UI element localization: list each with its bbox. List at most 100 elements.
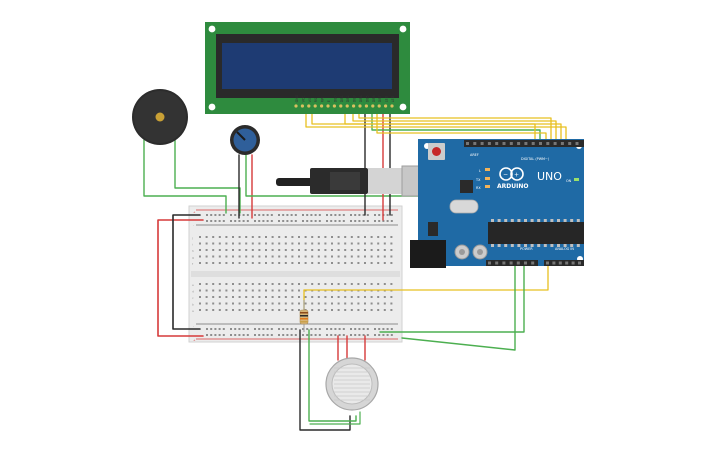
wire-lcd-yellow-6[interactable] [344, 111, 536, 147]
breadboard-hole[interactable] [362, 220, 365, 222]
breadboard-hole[interactable] [370, 249, 373, 251]
breadboard-hole[interactable] [311, 242, 314, 245]
breadboard-hole[interactable] [331, 283, 333, 285]
breadboard-hole[interactable] [390, 328, 393, 330]
breadboard-hole[interactable] [331, 236, 333, 238]
breadboard-hole[interactable] [218, 296, 221, 298]
digital-pin[interactable] [524, 142, 528, 145]
breadboard-hole[interactable] [246, 328, 249, 330]
breadboard-hole[interactable] [278, 296, 281, 298]
wire-black-left[interactable] [172, 214, 201, 330]
breadboard-hole[interactable] [286, 328, 289, 330]
digital-pin[interactable] [509, 142, 513, 145]
breadboard-hole[interactable] [298, 255, 300, 258]
breadboard-hole[interactable] [214, 334, 217, 336]
breadboard-hole[interactable] [206, 214, 208, 216]
breadboard-hole[interactable] [290, 334, 293, 336]
breadboard-hole[interactable] [284, 262, 287, 264]
breadboard-hole[interactable] [311, 236, 314, 238]
breadboard-hole[interactable] [324, 255, 327, 258]
breadboard-hole[interactable] [344, 296, 347, 298]
breadboard-hole[interactable] [317, 255, 320, 258]
breadboard-hole[interactable] [234, 220, 237, 222]
breadboard-hole[interactable] [358, 220, 361, 222]
breadboard-hole[interactable] [364, 296, 366, 298]
digital-pin[interactable] [575, 142, 579, 145]
breadboard-hole[interactable] [338, 334, 341, 336]
breadboard-hole[interactable] [212, 255, 215, 258]
breadboard-hole[interactable] [377, 249, 380, 251]
breadboard-hole[interactable] [245, 249, 248, 251]
breadboard-hole[interactable] [317, 283, 320, 285]
gas-sensor[interactable] [325, 357, 379, 411]
breadboard-hole[interactable] [262, 334, 265, 336]
breadboard-hole[interactable] [364, 242, 366, 245]
breadboard-hole[interactable] [262, 328, 265, 330]
breadboard-hole[interactable] [246, 220, 249, 222]
breadboard-hole[interactable] [266, 334, 269, 336]
breadboard-hole[interactable] [362, 328, 365, 330]
breadboard-hole[interactable] [245, 255, 248, 258]
breadboard-hole[interactable] [386, 334, 389, 336]
breadboard-hole[interactable] [278, 283, 281, 285]
potentiometer[interactable] [230, 125, 260, 155]
breadboard-hole[interactable] [324, 262, 327, 264]
breadboard-hole[interactable] [291, 283, 294, 285]
power-pin[interactable] [509, 261, 513, 265]
breadboard-hole[interactable] [338, 214, 341, 216]
breadboard-hole[interactable] [251, 255, 254, 258]
breadboard-hole[interactable] [298, 262, 300, 264]
breadboard-hole[interactable] [318, 214, 321, 216]
breadboard-hole[interactable] [282, 328, 285, 330]
breadboard-hole[interactable] [251, 289, 254, 292]
breadboard-hole[interactable] [245, 236, 248, 238]
breadboard-hole[interactable] [324, 236, 327, 238]
breadboard-hole[interactable] [382, 220, 385, 222]
breadboard-hole[interactable] [331, 309, 333, 311]
breadboard-hole[interactable] [364, 262, 366, 264]
breadboard-hole[interactable] [298, 242, 300, 245]
breadboard-hole[interactable] [205, 283, 208, 285]
breadboard-hole[interactable] [218, 289, 221, 292]
breadboard-hole[interactable] [284, 255, 287, 258]
breadboard-hole[interactable] [370, 302, 373, 305]
breadboard-hole[interactable] [210, 220, 213, 222]
wire-lcd-yellow-3[interactable] [352, 111, 557, 147]
breadboard-hole[interactable] [271, 242, 274, 245]
breadboard-hole[interactable] [278, 262, 281, 264]
breadboard-hole[interactable] [377, 255, 380, 258]
breadboard-hole[interactable] [354, 220, 357, 222]
breadboard-hole[interactable] [386, 214, 389, 216]
breadboard-hole[interactable] [317, 302, 320, 305]
breadboard-hole[interactable] [304, 262, 307, 264]
breadboard-hole[interactable] [199, 249, 201, 251]
breadboard-hole[interactable] [390, 262, 393, 264]
breadboard-hole[interactable] [286, 334, 289, 336]
breadboard-hole[interactable] [284, 302, 287, 305]
breadboard-hole[interactable] [326, 220, 328, 222]
breadboard-hole[interactable] [311, 262, 314, 264]
breadboard-hole[interactable] [331, 242, 333, 245]
breadboard-hole[interactable] [214, 214, 217, 216]
breadboard-hole[interactable] [334, 334, 337, 336]
lcd-pin[interactable] [332, 104, 336, 108]
lcd-pin[interactable] [371, 104, 375, 108]
breadboard-hole[interactable] [326, 328, 328, 330]
breadboard-hole[interactable] [265, 283, 267, 285]
breadboard-hole[interactable] [370, 309, 373, 311]
breadboard-hole[interactable] [378, 334, 381, 336]
breadboard-hole[interactable] [337, 262, 340, 264]
breadboard-hole[interactable] [337, 283, 340, 285]
breadboard-hole[interactable] [374, 220, 376, 222]
breadboard-hole[interactable] [331, 296, 333, 298]
breadboard-hole[interactable] [377, 309, 380, 311]
breadboard-hole[interactable] [390, 302, 393, 305]
breadboard-hole[interactable] [390, 296, 393, 298]
breadboard-hole[interactable] [298, 296, 300, 298]
breadboard-hole[interactable] [342, 214, 345, 216]
breadboard-hole[interactable] [251, 309, 254, 311]
breadboard-hole[interactable] [232, 249, 234, 251]
breadboard-hole[interactable] [214, 328, 217, 330]
breadboard-hole[interactable] [238, 289, 241, 292]
breadboard-hole[interactable] [278, 214, 280, 216]
